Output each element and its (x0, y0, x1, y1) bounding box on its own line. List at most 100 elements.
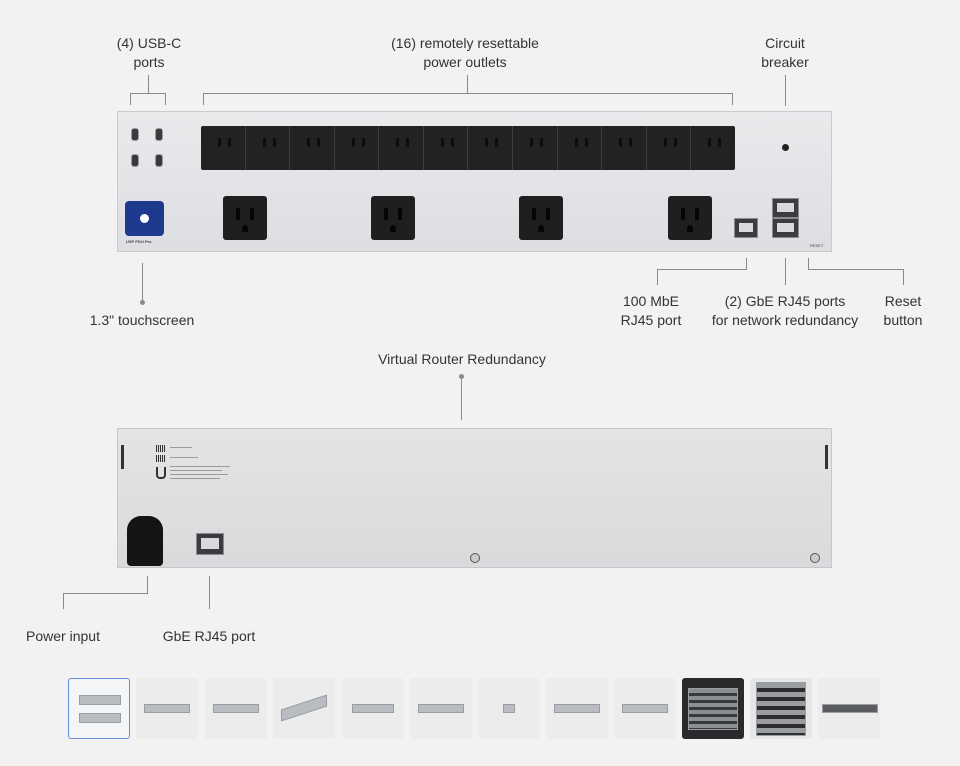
usbc-label-line2: ports (133, 54, 165, 70)
label-text-line (170, 474, 228, 475)
thumb-device-image (688, 688, 738, 730)
usbc-port-icon (131, 128, 139, 141)
mbe-callout-line-v (746, 258, 747, 269)
thumb-angle-2[interactable] (205, 678, 267, 739)
thumb-front-3[interactable] (342, 678, 404, 739)
reset-label-line2: button (883, 312, 923, 328)
rj45-gbe-port-icon (196, 533, 224, 555)
label-text-line (170, 466, 230, 467)
thumb-front-4[interactable] (410, 678, 472, 739)
rj45-100mbe-port-icon (734, 218, 758, 238)
screw-icon (470, 553, 480, 563)
mbe-callout-line-h (657, 269, 747, 270)
outlet-icon (602, 126, 647, 170)
vrr-callout-dot (459, 374, 464, 379)
pdu-back-panel (117, 428, 832, 568)
reset-callout-line-h (808, 269, 904, 270)
thumb-front-back[interactable] (68, 678, 130, 739)
usbc-label-line1: (4) USB-C (116, 35, 182, 51)
thumb-device-image (352, 704, 394, 713)
gbe-port-label: GbE RJ45 port (162, 628, 256, 644)
thumb-side[interactable] (478, 678, 540, 739)
reset-label-line1: Reset (884, 293, 922, 309)
screw-icon (810, 553, 820, 563)
qr-code-icon (156, 455, 166, 462)
thumb-device-image (281, 694, 327, 722)
rack-ear-right (825, 445, 828, 469)
power-input-label: Power input (26, 628, 100, 644)
thumb-device-image (503, 704, 515, 713)
touchscreen-callout-line (142, 263, 143, 303)
outlets-bracket-left (203, 93, 204, 105)
power-cord-icon (127, 516, 163, 566)
touchscreen-display[interactable] (125, 201, 164, 236)
gbe-ports-callout-line (785, 258, 786, 285)
vrr-callout-line (461, 377, 462, 420)
usbc-port-icon (131, 154, 139, 167)
power-input-callout-line (147, 576, 148, 593)
label-text-line (170, 447, 192, 448)
thumb-device-image (554, 704, 600, 713)
rj45-gbe-port-icon (772, 218, 799, 238)
thumb-back[interactable] (614, 678, 676, 739)
outlet-icon (647, 126, 692, 170)
label-text-line (170, 470, 222, 471)
thumb-rack-2[interactable] (750, 678, 812, 739)
outlet-icon (691, 126, 735, 170)
outlets-label-line1: (16) remotely resettable (391, 35, 539, 51)
outlets-bracket-right (732, 93, 733, 105)
breaker-callout-line (785, 75, 786, 106)
reset-label: Reset button (872, 292, 934, 330)
thumb-device-image (79, 713, 121, 723)
touchscreen-label: 1.3" touchscreen (89, 312, 195, 328)
reset-button[interactable]: RESET (810, 243, 824, 248)
power-input-callout-drop (63, 593, 64, 609)
thumb-device-image (756, 682, 806, 736)
reset-callout-line-v (808, 258, 809, 269)
thumb-rack-1[interactable] (682, 678, 744, 739)
outlet-icon (201, 126, 246, 170)
usbc-ports-label: (4) USB-C ports (108, 34, 190, 72)
gbe-port-callout-line (209, 576, 210, 609)
gbe-ports-label: (2) GbE RJ45 ports for network redundanc… (703, 292, 867, 330)
reset-callout-line-drop (903, 269, 904, 285)
usbc-bracket-right (165, 93, 166, 105)
outlet-icon (558, 126, 603, 170)
thumb-device-image (418, 704, 464, 713)
outlet-icon (246, 126, 291, 170)
outlet-icon (379, 126, 424, 170)
ubiquiti-logo-icon (156, 467, 166, 479)
resettable-outlet-strip (201, 126, 735, 170)
thumb-perspective[interactable] (273, 678, 335, 739)
thumb-device-image (822, 704, 878, 713)
power-input-callout-h (63, 593, 148, 594)
breaker-label-line2: breaker (761, 54, 809, 70)
thumb-rack-3[interactable] (818, 678, 880, 739)
usbc-callout-bracket (130, 93, 166, 94)
usbc-callout-line (148, 75, 149, 93)
breaker-label: Circuit breaker (750, 34, 820, 72)
outlet-icon (519, 196, 563, 240)
mbe-callout-line-drop (657, 269, 658, 285)
usbc-port-icon (155, 128, 163, 141)
outlet-icon (668, 196, 712, 240)
vrr-label: Virtual Router Redundancy (378, 351, 546, 367)
thumb-device-image (79, 695, 121, 705)
circuit-breaker-icon (782, 144, 789, 151)
touchscreen-callout-dot (140, 300, 145, 305)
mbe-label-line1: 100 MbE (622, 293, 680, 309)
thumb-angle-1[interactable] (136, 678, 198, 739)
thumb-device-image (622, 704, 668, 713)
label-text-line (170, 478, 220, 479)
label-text-line (170, 457, 198, 458)
rack-ear-left (121, 445, 124, 469)
rj45-gbe-port-icon (772, 198, 799, 218)
outlet-icon (290, 126, 335, 170)
outlets-callout-bracket (203, 93, 733, 94)
thumb-top[interactable] (546, 678, 608, 739)
usbc-bracket-left (130, 93, 131, 105)
pdu-front-panel: USP PDU Pro RESET (117, 111, 832, 252)
mbe-label: 100 MbE RJ45 port (606, 292, 696, 330)
qr-code-icon (156, 445, 166, 452)
outlets-label: (16) remotely resettable power outlets (360, 34, 570, 72)
